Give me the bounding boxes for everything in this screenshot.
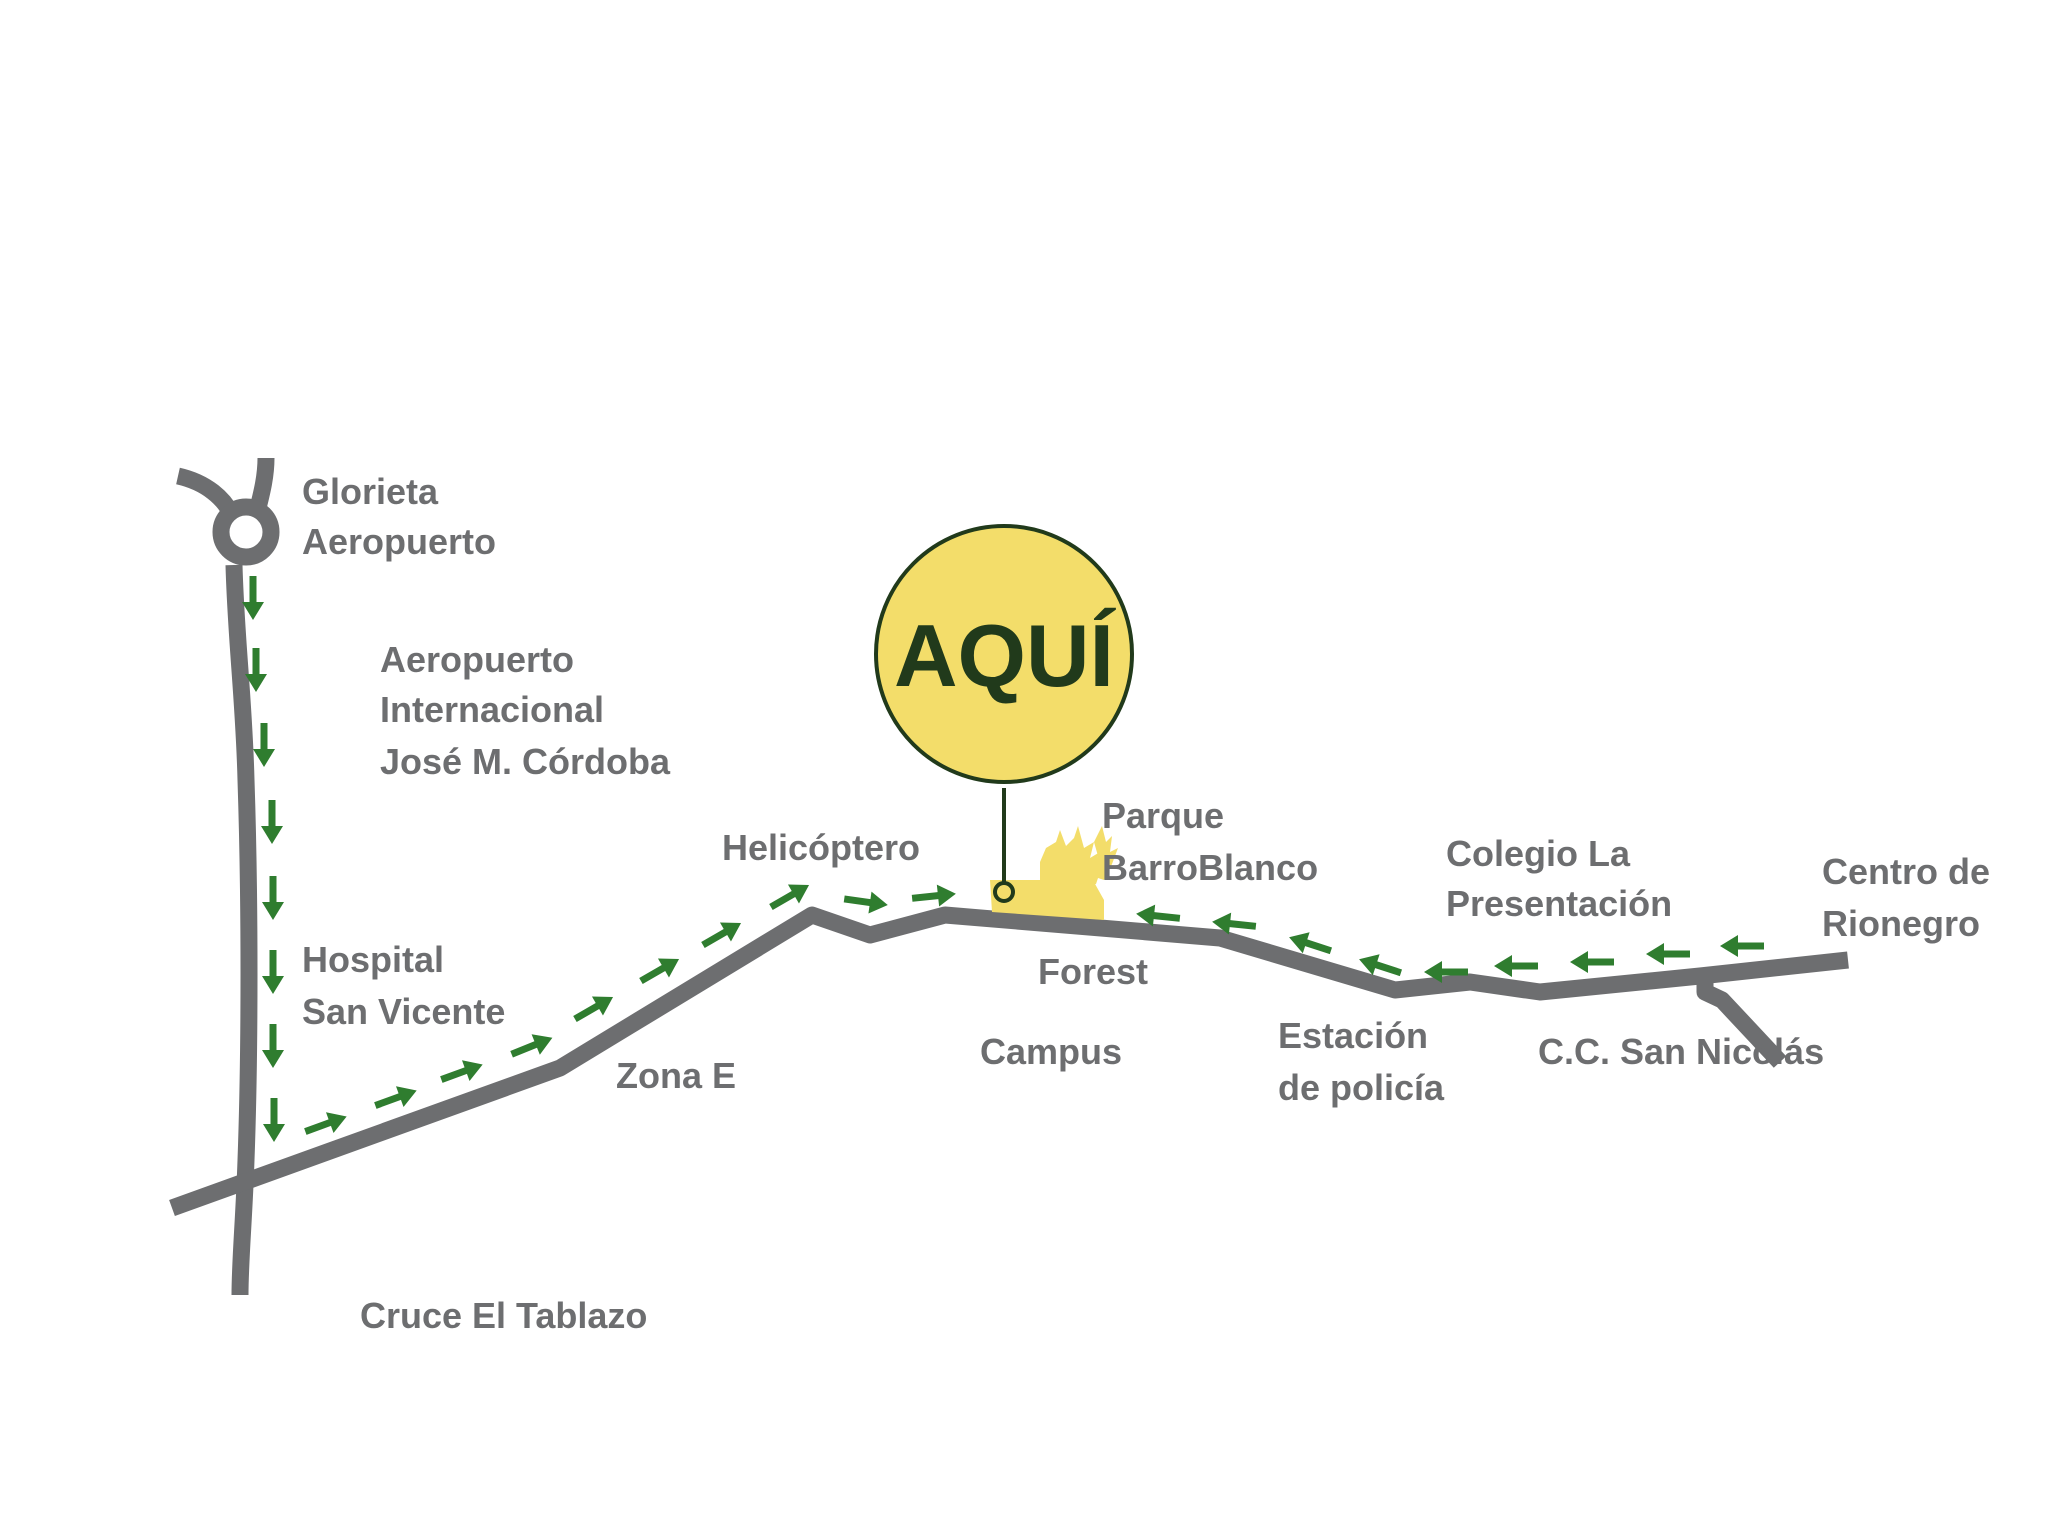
deer-silhouette-icon — [990, 826, 1118, 920]
direction-arrow-icon — [639, 958, 680, 985]
label-centro-line1: Centro de — [1822, 851, 1990, 892]
label-glorieta: Glorieta Aeropuerto — [302, 471, 496, 562]
label-hospital-line1: Hospital — [302, 939, 444, 980]
label-aeropuerto-line1: Aeropuerto — [380, 639, 574, 680]
label-colegio-line2: Presentación — [1446, 883, 1672, 924]
direction-arrow-icon — [262, 950, 284, 994]
label-aeropuerto: Aeropuerto Internacional José M. Córdoba — [380, 639, 671, 782]
direction-arrow-icon — [573, 996, 614, 1023]
label-colegio: Colegio La Presentación — [1446, 833, 1672, 924]
label-parque-line2: BarroBlanco — [1102, 847, 1318, 888]
direction-arrow-icon — [1494, 955, 1538, 977]
direction-arrow-icon — [245, 648, 267, 692]
label-aeropuerto-line3: José M. Córdoba — [380, 741, 671, 782]
direction-arrow-icon — [1212, 912, 1257, 935]
label-parque: Parque BarroBlanco — [1102, 795, 1318, 888]
road-roundabout-n — [249, 457, 275, 511]
label-centro-line2: Rionegro — [1822, 903, 1980, 944]
label-glorieta-line2: Aeropuerto — [302, 521, 496, 562]
label-colegio-line1: Colegio La — [1446, 833, 1631, 874]
direction-arrow-icon — [304, 1112, 347, 1135]
direction-arrow-icon — [769, 884, 810, 911]
direction-arrow-icon — [262, 1024, 284, 1068]
direction-arrow-icon — [440, 1060, 483, 1083]
label-glorieta-line1: Glorieta — [302, 471, 439, 512]
label-hospital-line2: San Vicente — [302, 991, 505, 1032]
road-branch-san-nicolas — [1696, 976, 1787, 1068]
direction-arrow-icon — [1136, 904, 1181, 927]
label-centro: Centro de Rionegro — [1822, 851, 2000, 944]
label-helicoptero: Helicóptero — [722, 827, 920, 868]
label-hospital: Hospital San Vicente — [302, 939, 505, 1032]
direction-arrow-icon — [1424, 961, 1468, 983]
label-cc-san-nicolas: C.C. San Nicolás — [1538, 1031, 1824, 1072]
marker-label: AQUÍ — [894, 606, 1117, 705]
direction-arrow-icon — [261, 800, 283, 844]
direction-arrow-icon — [843, 891, 888, 914]
direction-arrow-icon — [1289, 932, 1333, 955]
direction-arrow-icon — [1570, 951, 1614, 973]
direction-arrow-icon — [262, 876, 284, 920]
roads — [169, 457, 1849, 1296]
location-pin-icon: AQUÍ — [874, 524, 1134, 903]
roundabout-icon — [212, 498, 280, 566]
label-estacion: Estación de policía — [1278, 1015, 1445, 1108]
label-parque-line1: Parque — [1102, 795, 1224, 836]
label-campus: Campus — [980, 1031, 1122, 1072]
label-estacion-line1: Estación — [1278, 1015, 1428, 1056]
road-vertical — [225, 564, 258, 1296]
direction-arrow-icon — [1646, 943, 1690, 965]
road-main — [169, 906, 1849, 1216]
direction-arrow-icon — [253, 723, 275, 767]
direction-arrow-icon — [911, 884, 956, 907]
pin-point — [993, 881, 1015, 903]
direction-arrow-icon — [701, 922, 742, 949]
label-estacion-line2: de policía — [1278, 1067, 1445, 1108]
direction-arrow-icon — [374, 1086, 417, 1109]
label-forest: Forest — [1038, 951, 1148, 992]
direction-arrow-icon — [1359, 954, 1403, 977]
direction-arrow-icon — [510, 1034, 553, 1058]
direction-arrows — [242, 576, 1764, 1142]
direction-arrow-icon — [242, 576, 264, 620]
label-aeropuerto-line2: Internacional — [380, 689, 604, 730]
label-zona-e: Zona E — [616, 1055, 736, 1096]
direction-arrow-icon — [263, 1098, 285, 1142]
direction-arrow-icon — [1720, 935, 1764, 957]
marker-circle — [874, 524, 1134, 784]
label-cruce: Cruce El Tablazo — [360, 1295, 647, 1336]
